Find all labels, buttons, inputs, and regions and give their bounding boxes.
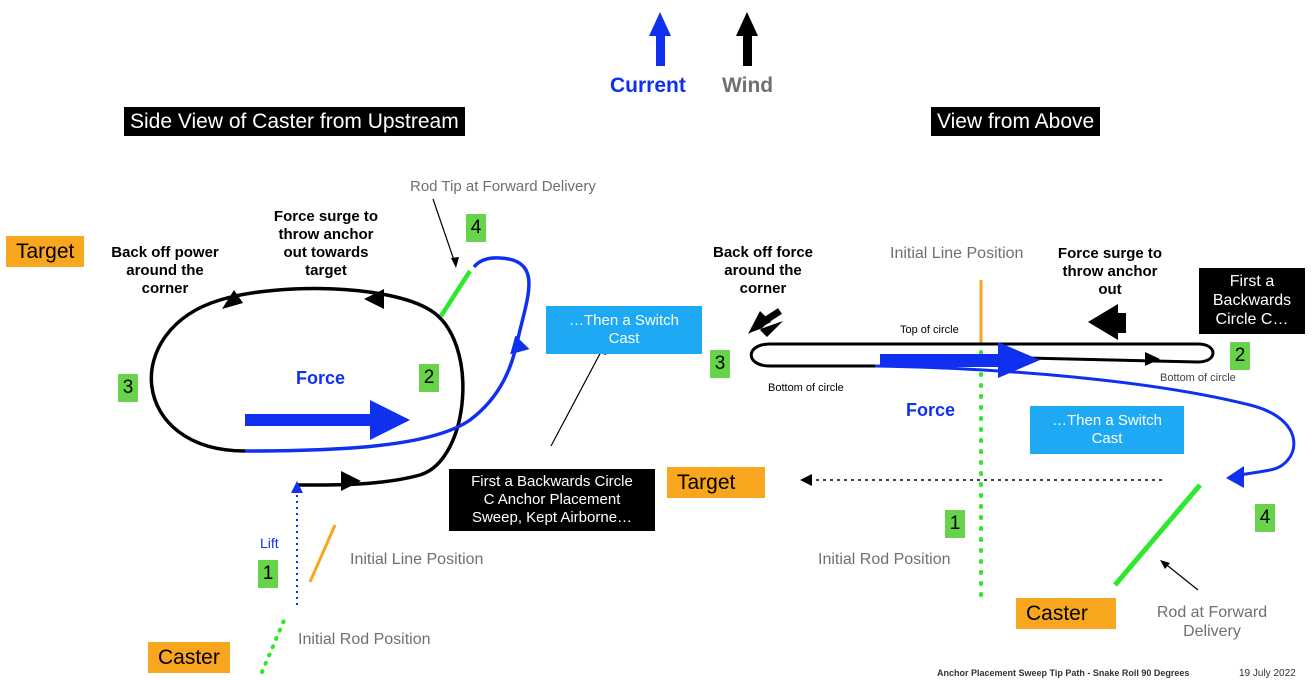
- side-step-3: 3: [118, 374, 138, 402]
- top-target-arrow: [800, 474, 812, 486]
- top-top-of-circle: Top of circle: [900, 324, 959, 336]
- top-initial-line-label: Initial Line Position: [890, 245, 1024, 262]
- side-initial-line-label: Initial Line Position: [350, 551, 484, 568]
- side-loop-arrow-bottom: [341, 471, 361, 491]
- top-step-1: 1: [945, 510, 965, 538]
- top-force-arrow-head: [998, 342, 1040, 378]
- side-step-1: 1: [258, 560, 278, 588]
- top-force-arrow-shaft: [880, 354, 1000, 367]
- top-step-3: 3: [710, 350, 730, 378]
- side-switch-pointer: [550, 347, 604, 447]
- legend-wind: Wind: [722, 74, 774, 97]
- side-step-4: 4: [466, 214, 486, 242]
- top-bottom-of-circle-right: Bottom of circle: [1160, 372, 1236, 384]
- top-bottom-of-circle-left: Bottom of circle: [768, 382, 844, 394]
- top-rod-pointer: [1162, 561, 1199, 591]
- side-force-arrow-shaft: [245, 414, 375, 426]
- top-target-label: Target: [667, 467, 765, 499]
- top-back-off-arrow: [748, 308, 783, 337]
- side-blue-arrow: [510, 335, 530, 355]
- side-step-2: 2: [419, 364, 439, 392]
- side-view-header: Side View of Caster from Upstream: [124, 107, 465, 137]
- side-rod-tip-label: Rod Tip at Forward Delivery: [410, 178, 596, 195]
- legend-current: Current: [610, 74, 686, 97]
- top-caster-label: Caster: [1016, 598, 1116, 630]
- side-loop-arrow-top: [364, 289, 384, 309]
- side-rod-tip: [439, 269, 472, 318]
- top-force-surge-arrow: [1088, 304, 1126, 340]
- side-lift-arrow: [291, 481, 303, 493]
- side-rod-pointer: [432, 198, 457, 267]
- top-initial-rod-label: Initial Rod Position: [818, 551, 951, 568]
- side-force-arrow-head: [370, 400, 410, 440]
- side-target-label: Target: [6, 236, 85, 268]
- top-force-label: Force: [906, 400, 956, 420]
- wind-arrow-icon: [736, 12, 758, 66]
- current-arrow-icon: [649, 12, 671, 66]
- side-initial-rod: [260, 616, 287, 674]
- side-lift-label: Lift: [260, 535, 279, 551]
- side-force-label: Force: [296, 368, 346, 388]
- top-rod-forward: [1113, 483, 1202, 587]
- footer-date: 19 July 2022: [1239, 668, 1296, 679]
- top-view-header: View from Above: [931, 107, 1101, 137]
- top-black-loop: [749, 342, 1215, 368]
- side-caster-label: Caster: [148, 642, 230, 674]
- side-loop-arrow-left: [222, 290, 243, 309]
- side-initial-line: [308, 524, 337, 583]
- footer-title: Anchor Placement Sweep Tip Path - Snake …: [937, 668, 1190, 678]
- top-step-2: 2: [1230, 342, 1250, 370]
- top-loop-arrow: [1145, 352, 1160, 366]
- side-black-loop: [149, 286, 465, 487]
- top-blue-arrow: [1226, 466, 1244, 488]
- side-initial-rod-label: Initial Rod Position: [298, 631, 431, 648]
- top-step-4: 4: [1255, 504, 1275, 532]
